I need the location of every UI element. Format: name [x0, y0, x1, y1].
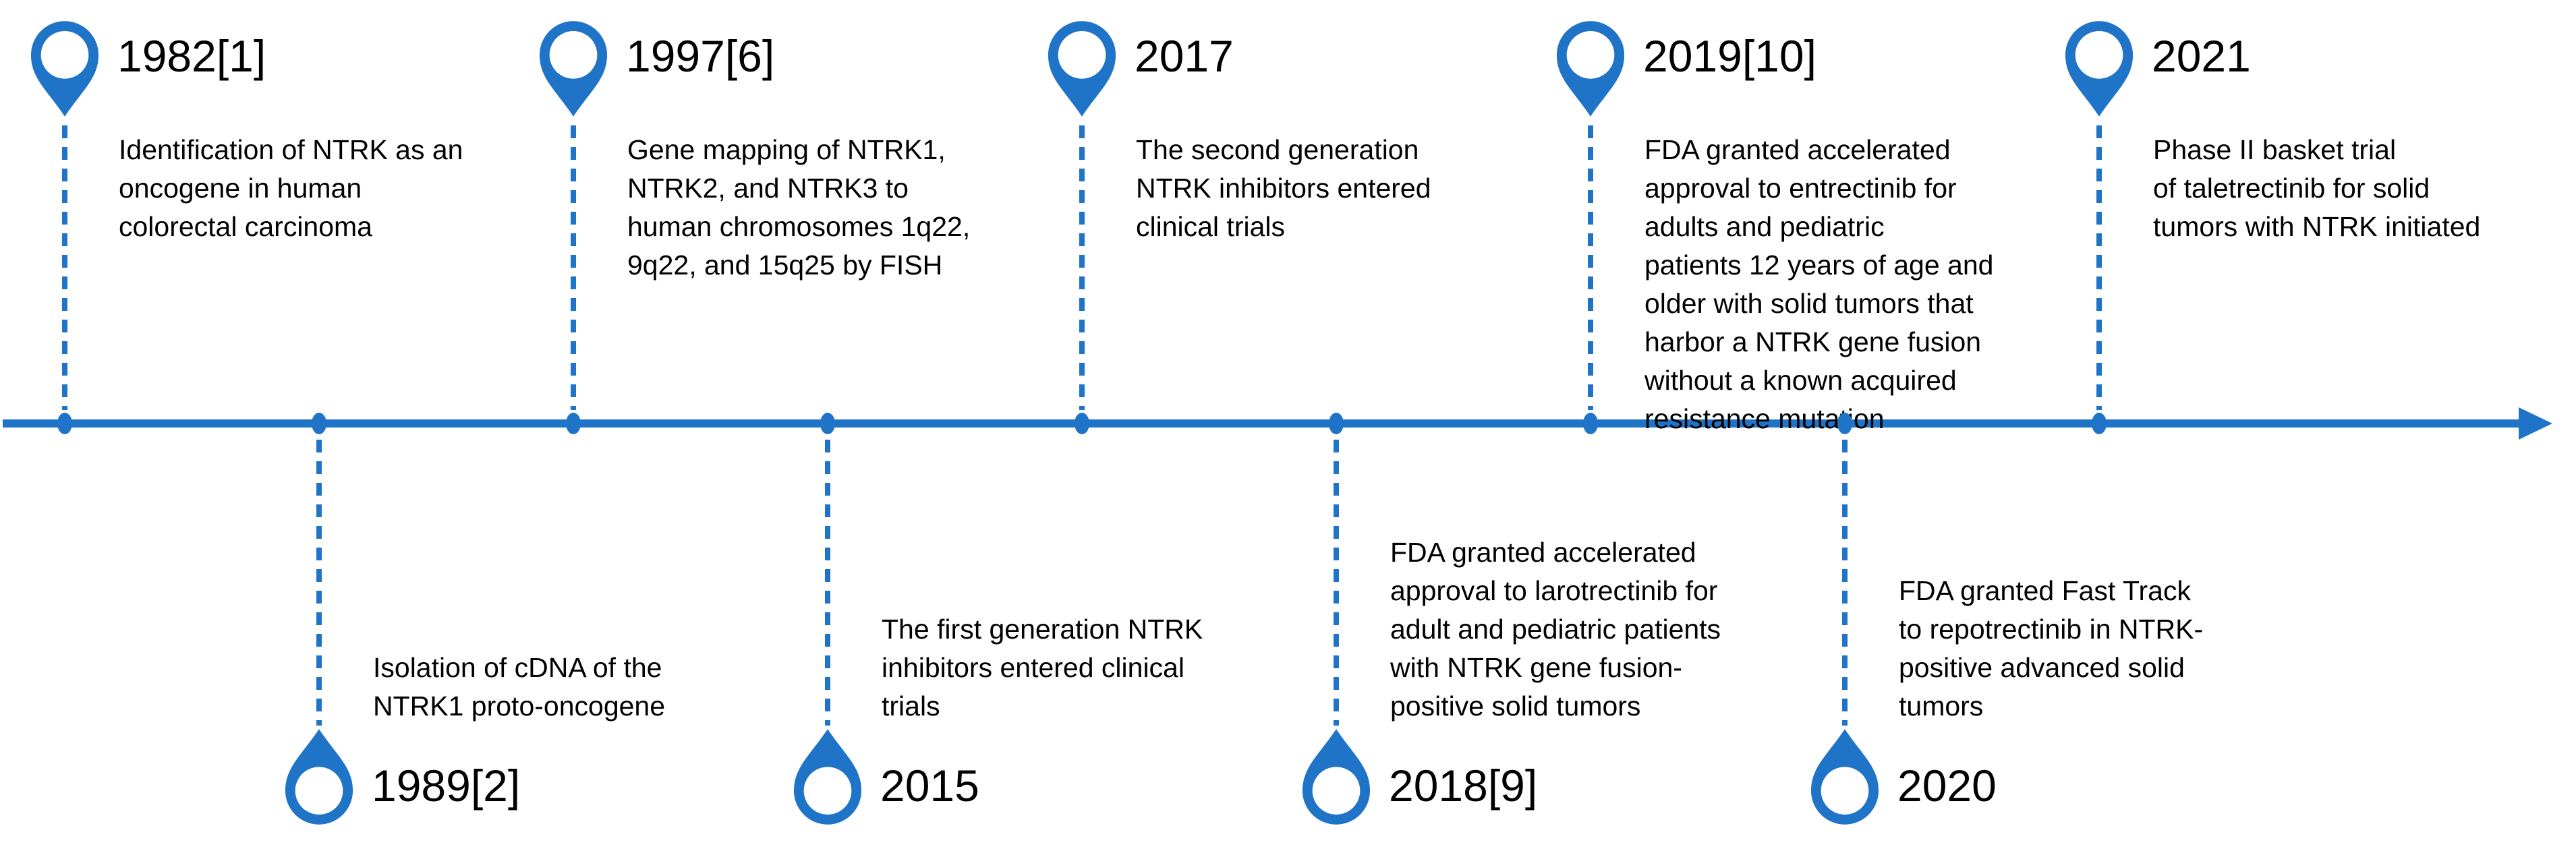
timeline-dot [1583, 413, 1598, 434]
event-description: FDA granted accelerated approval to entr… [1644, 134, 1994, 434]
map-pin-icon [30, 21, 99, 117]
year-label: 2019[10] [1643, 31, 1816, 81]
event-description: Isolation of cDNA of the NTRK1 proto-onc… [373, 652, 666, 722]
year-label: 2015 [880, 761, 979, 811]
event-description: The second generation NTRK inhibitors en… [1136, 134, 1431, 242]
timeline-dot [1837, 413, 1852, 434]
timeline-dot [312, 413, 326, 434]
map-pin-icon [1302, 729, 1371, 825]
year-label: 2021 [2152, 31, 2251, 81]
event-description: FDA granted Fast Track to repotrectinib … [1899, 575, 2204, 722]
dashed-connector [62, 125, 67, 410]
timeline-dot [57, 413, 72, 434]
map-pin-icon [1556, 21, 1625, 117]
dashed-connector [571, 125, 576, 410]
dashed-connector [2096, 125, 2102, 410]
year-label: 1989[2] [372, 761, 521, 811]
timeline-dot [1075, 413, 1089, 434]
dashed-connector [1334, 440, 1339, 726]
dashed-connector [316, 440, 322, 726]
map-pin-icon [1810, 729, 1879, 825]
dashed-connector [1842, 440, 1848, 726]
map-pin-icon [1048, 21, 1116, 117]
event-description: FDA granted accelerated approval to laro… [1390, 537, 1721, 722]
map-pin-icon [793, 729, 862, 825]
timeline-axis [3, 419, 2520, 428]
map-pin-icon [2065, 21, 2134, 117]
year-label: 2018[9] [1389, 761, 1538, 811]
event-description: The first generation NTRK inhibitors ent… [882, 614, 1203, 722]
timeline-dot [820, 413, 835, 434]
map-pin-icon [285, 729, 353, 825]
dashed-connector [825, 440, 830, 726]
event-description: Identification of NTRK as an oncogene in… [119, 134, 463, 242]
event-description: Phase II basket trial of taletrectinib f… [2153, 134, 2481, 242]
year-label: 1982[1] [117, 31, 266, 81]
year-label: 2020 [1897, 761, 1997, 811]
year-label: 2017 [1135, 31, 1234, 81]
dashed-connector [1079, 125, 1085, 410]
map-pin-icon [539, 21, 608, 117]
arrow-right-icon [2519, 407, 2552, 440]
timeline-dot [2092, 413, 2107, 434]
timeline-dot [566, 413, 581, 434]
event-description: Gene mapping of NTRK1, NTRK2, and NTRK3 … [627, 134, 971, 281]
year-label: 1997[6] [626, 31, 775, 81]
timeline-dot [1329, 413, 1344, 434]
dashed-connector [1588, 125, 1593, 410]
